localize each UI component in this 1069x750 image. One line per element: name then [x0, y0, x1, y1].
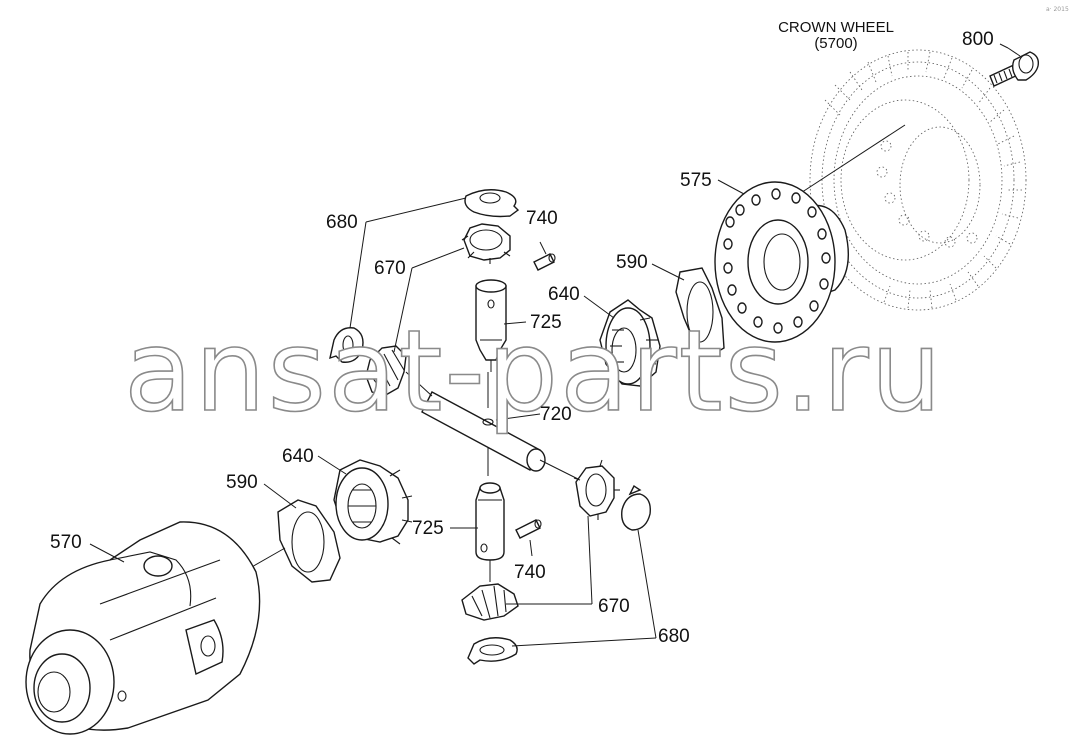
housing-575-drawing [714, 124, 906, 343]
callout-670-top: 670 [374, 258, 406, 279]
shaft-725-bottom-drawing [475, 482, 505, 582]
crown-wheel-title: CROWN WHEEL [778, 19, 894, 36]
leader-lines [89, 43, 1009, 647]
callout-720: 720 [540, 404, 572, 425]
washer-680-bottom-drawing [467, 637, 518, 665]
bolt-800-drawing [989, 47, 1040, 87]
pinion-670-left-drawing [365, 345, 433, 397]
side-gear-640-right-drawing [599, 299, 661, 387]
callout-725-bottom: 725 [412, 518, 444, 539]
watermark: ansat-parts.ru [124, 307, 944, 437]
crown-wheel-part-number: (5700) [814, 35, 857, 52]
callout-590-right: 590 [616, 252, 648, 273]
washer-680-top-drawing [464, 189, 520, 218]
shaft-725-top-drawing [475, 279, 507, 372]
washer-590-left-drawing [277, 499, 341, 583]
callout-740-top: 740 [526, 208, 558, 229]
pinion-670-bottom-drawing [461, 583, 519, 621]
washer-590-right-drawing [675, 267, 725, 357]
callout-590-left: 590 [226, 472, 258, 493]
washer-680-right-drawing [621, 484, 651, 531]
shaft-720-drawing [421, 372, 581, 481]
callout-680-bottom: 680 [658, 626, 690, 647]
callout-725-top: 725 [530, 312, 562, 333]
pinion-670-right-drawing [573, 459, 620, 520]
callout-640-right: 640 [548, 284, 580, 305]
callout-800: 800 [962, 29, 994, 50]
washer-680-left-drawing [329, 327, 364, 363]
pin-740-top-drawing [533, 241, 556, 271]
callout-575: 575 [680, 170, 712, 191]
callout-670-bottom: 670 [598, 596, 630, 617]
side-gear-640-left-drawing [333, 459, 413, 545]
pinion-670-top-drawing [461, 223, 511, 264]
corner-mark: a· 2015 [1046, 6, 1069, 13]
crown-wheel-drawing [809, 49, 1027, 311]
callout-740-bottom: 740 [514, 562, 546, 583]
pin-740-bottom-drawing [515, 519, 542, 557]
callout-680-top: 680 [326, 212, 358, 233]
diff-case-570-drawing [25, 521, 286, 735]
callout-640-left: 640 [282, 446, 314, 467]
callout-570: 570 [50, 532, 82, 553]
